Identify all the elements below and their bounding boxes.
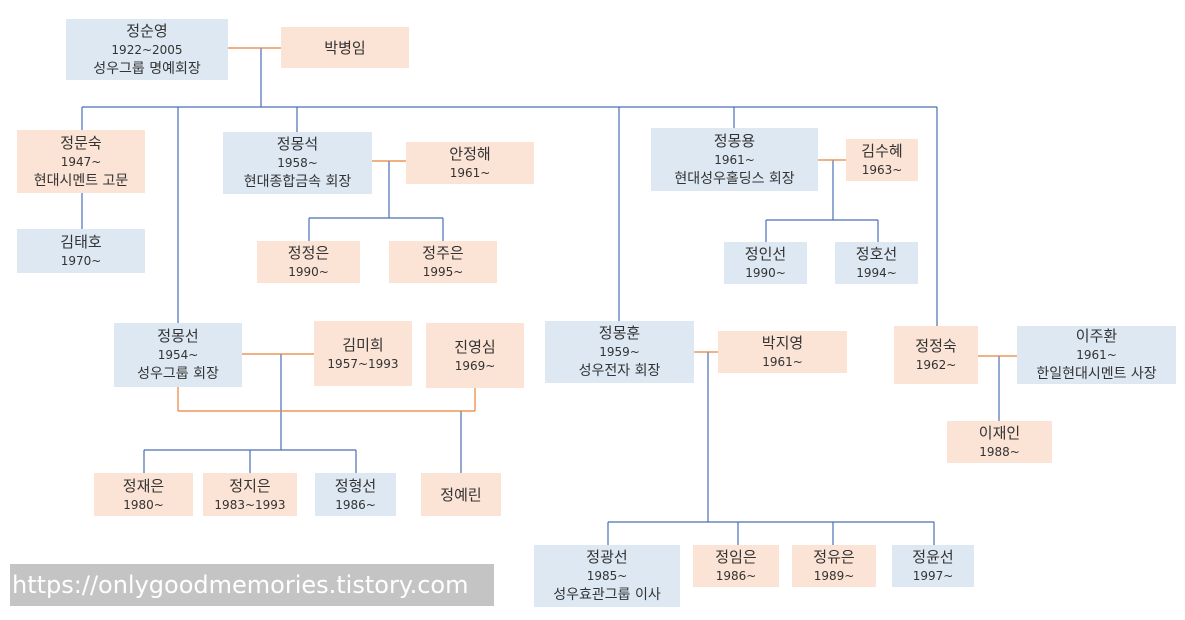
person-years: 1961~ <box>762 355 803 369</box>
person-name: 김태호 <box>60 233 102 251</box>
person-box-jung-jae-eun: 정재은 1980~ <box>94 473 193 516</box>
person-years: 1985~ <box>586 569 628 583</box>
person-role: 현대성우홀딩스 회장 <box>674 170 795 187</box>
person-box-jung-hyung-sun: 정형선 1986~ <box>315 473 396 516</box>
person-years: 1990~ <box>288 265 329 279</box>
person-years: 1994~ <box>856 266 897 280</box>
person-name: 진영심 <box>454 337 496 356</box>
descent-lines <box>81 48 1000 545</box>
person-name: 김미희 <box>342 335 384 354</box>
person-years: 1961~ <box>449 166 491 180</box>
person-box-jung-im-eun: 정임은 1986~ <box>693 545 779 587</box>
person-name: 정몽훈 <box>598 324 641 342</box>
marriage-lines <box>177 47 1017 412</box>
person-name: 안정해 <box>449 145 491 163</box>
person-name: 정지은 <box>229 476 271 495</box>
person-box-jung-yoon-sun: 정윤선 1997~ <box>892 545 974 587</box>
person-name: 정주은 <box>422 244 464 262</box>
person-box-jung-yoo-eun: 정유은 1989~ <box>792 545 876 587</box>
person-name: 정광선 <box>586 548 628 566</box>
person-role: 현대종합금속 회장 <box>243 174 352 190</box>
person-box-park-ji-young: 박지영 1961~ <box>718 331 847 373</box>
person-name: 정몽석 <box>276 135 319 153</box>
person-years: 1988~ <box>979 445 1020 459</box>
person-box-kim-tae-ho: 김태호 1970~ <box>17 229 145 273</box>
person-box-jung-in-sun: 정인선 1990~ <box>724 242 807 284</box>
person-box-jung-mong-yong: 정몽용 1961~ 현대성우홀딩스 회장 <box>651 128 818 191</box>
person-name: 정문숙 <box>60 133 102 152</box>
person-name: 이재인 <box>978 424 1021 442</box>
person-name: 이주환 <box>1075 327 1118 345</box>
person-box-jung-ji-eun: 정지은 1983~1993 <box>203 473 297 516</box>
person-box-jung-mong-hoon: 정몽훈 1959~ 성우전자 회장 <box>545 321 694 383</box>
person-box-lee-jae-in: 이재인 1988~ <box>947 421 1052 463</box>
person-box-jung-moon-sook: 정문숙 1947~ 현대시멘트 고문 <box>17 130 145 193</box>
person-years: 1969~ <box>454 358 496 373</box>
person-name: 정재은 <box>122 476 165 495</box>
person-years: 1995~ <box>422 265 464 279</box>
person-name: 정인선 <box>744 245 787 263</box>
person-box-jung-soon-young: 정순영 1922~2005 성우그룹 명예회장 <box>66 19 228 80</box>
person-box-jin-young-sim: 진영심 1969~ <box>426 323 524 388</box>
person-name: 김수혜 <box>861 142 903 160</box>
person-role: 한일현대시멘트 사장 <box>1036 366 1157 382</box>
person-name: 정몽선 <box>157 327 199 345</box>
person-box-ahn-jung-hae: 안정해 1961~ <box>406 142 534 184</box>
person-years: 1961~ <box>1076 348 1117 362</box>
person-box-kim-soo-hye: 김수혜 1963~ <box>846 139 918 181</box>
person-role: 성우전자 회장 <box>578 363 661 379</box>
person-name: 정형선 <box>334 476 377 495</box>
person-years: 1954~ <box>157 348 199 362</box>
person-box-jung-mong-seok: 정몽석 1958~ 현대종합금속 회장 <box>223 132 372 194</box>
person-name: 정정숙 <box>915 337 957 355</box>
person-name: 박병임 <box>324 38 366 57</box>
person-role: 성우그룹 회장 <box>137 366 219 382</box>
person-box-kim-mi-hee: 김미희 1957~1993 <box>314 321 412 386</box>
person-box-jung-kwang-sun: 정광선 1985~ 성우효관그룹 이사 <box>534 545 680 607</box>
person-name: 정임은 <box>715 548 757 566</box>
person-box-jung-mong-sun: 정몽선 1954~ 성우그룹 회장 <box>114 323 242 387</box>
person-years: 1997~ <box>912 569 954 583</box>
person-box-jung-joo-eun: 정주은 1995~ <box>389 241 497 283</box>
watermark: https://onlygoodmemories.tistory.com <box>10 564 494 606</box>
person-years: 1963~ <box>861 163 903 177</box>
person-name: 정순영 <box>126 21 168 40</box>
person-years: 1958~ <box>277 156 318 170</box>
person-name: 정유은 <box>813 548 855 566</box>
person-role: 현대시멘트 고문 <box>33 172 129 189</box>
person-years: 1980~ <box>123 497 164 512</box>
person-box-lee-joo-hwan: 이주환 1961~ 한일현대시멘트 사장 <box>1017 326 1176 384</box>
person-box-park-byung-im: 박병임 <box>281 27 409 68</box>
person-years: 1989~ <box>813 569 855 583</box>
person-box-jung-ye-rin: 정예린 <box>421 473 501 516</box>
person-name: 정윤선 <box>912 548 954 566</box>
person-years: 1957~1993 <box>327 356 399 371</box>
person-role: 성우효관그룹 이사 <box>553 587 661 603</box>
person-box-jung-jung-sook: 정정숙 1962~ <box>894 326 978 384</box>
person-years: 1959~ <box>599 345 640 359</box>
person-role: 성우그룹 명예회장 <box>93 60 201 77</box>
person-years: 1947~ <box>60 154 102 169</box>
person-years: 1986~ <box>335 497 376 512</box>
person-years: 1970~ <box>60 254 102 268</box>
person-name: 정몽용 <box>713 131 756 150</box>
person-name: 박지영 <box>761 334 804 352</box>
person-years: 1962~ <box>915 358 957 372</box>
person-name: 정예린 <box>440 485 482 504</box>
person-name: 정정은 <box>287 244 330 262</box>
person-box-jung-ho-sun: 정호선 1994~ <box>835 242 918 284</box>
person-box-jung-jung-eun: 정정은 1990~ <box>257 241 360 283</box>
person-years: 1961~ <box>714 152 755 167</box>
person-years: 1986~ <box>715 569 757 583</box>
person-years: 1990~ <box>745 266 786 280</box>
person-years: 1922~2005 <box>111 42 183 57</box>
person-name: 정호선 <box>855 245 898 263</box>
person-years: 1983~1993 <box>214 497 286 512</box>
